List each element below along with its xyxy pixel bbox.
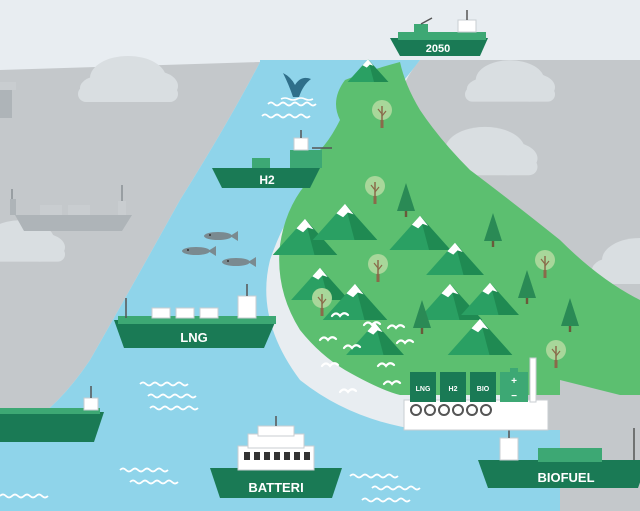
- battery-minus-label: −: [511, 391, 517, 402]
- battery-plus-label: +: [511, 376, 517, 387]
- tank-lng-label: LNG: [416, 386, 431, 393]
- ship-lng-label: LNG: [180, 330, 207, 345]
- ship-biofuel-label: BIOFUEL: [537, 470, 594, 485]
- ship-h2: H2: [212, 130, 332, 188]
- energy-station: LNG H2 BIO + −: [403, 357, 549, 431]
- sea: [0, 60, 560, 511]
- whale-tail-icon: [280, 73, 314, 101]
- grey-ship: [0, 82, 16, 118]
- left-grey-land: [0, 62, 260, 440]
- ship-biofuel: BIOFUEL: [478, 426, 640, 488]
- grey-ship: [10, 185, 132, 231]
- ship-batteri: BATTERI: [210, 416, 342, 498]
- ship-2050-label: 2050: [426, 43, 450, 55]
- ship-lng: LNG: [114, 284, 276, 348]
- small-ship: [0, 386, 104, 442]
- ship-batteri-label: BATTERI: [248, 480, 303, 495]
- ship-h2-label: H2: [259, 173, 275, 187]
- battery-icon: [500, 372, 528, 402]
- tank-h2-label: H2: [449, 386, 458, 393]
- harbor-land: [560, 380, 640, 430]
- ship-2050: 2050: [390, 10, 488, 56]
- tank-bio-label: BIO: [477, 386, 490, 393]
